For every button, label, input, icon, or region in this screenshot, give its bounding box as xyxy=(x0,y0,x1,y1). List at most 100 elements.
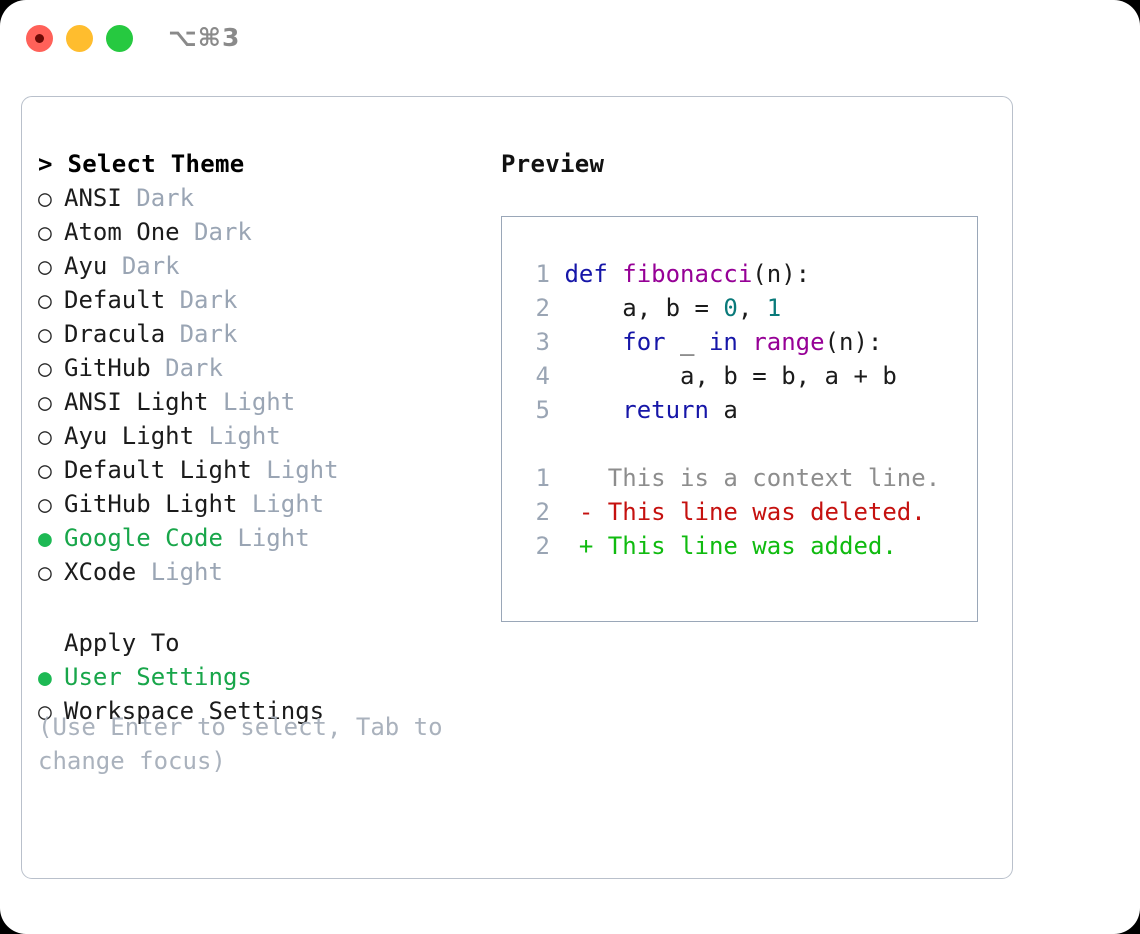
theme-name: XCode xyxy=(64,558,137,586)
theme-name: Dracula xyxy=(64,320,166,348)
apply-to-option[interactable]: ● User Settings xyxy=(38,660,488,694)
code-line-number: 1 xyxy=(535,260,550,288)
apply-to-option-label: User Settings xyxy=(64,663,252,691)
theme-list-item[interactable]: ● Google Code Light xyxy=(38,521,488,555)
theme-name: ANSI xyxy=(64,184,122,212)
preview-column: Preview 1 def fibonacci(n):2 a, b = 0, 1… xyxy=(501,147,991,622)
theme-list-item[interactable]: ○ Atom One Dark xyxy=(38,215,488,249)
code-token-kw: def xyxy=(564,260,623,288)
theme-list-item[interactable]: ○Ayu Light Light xyxy=(38,419,488,453)
theme-selector-panel: > Select Theme ○ANSI Dark○Atom One Dark○… xyxy=(21,96,1013,879)
radio-unselected-icon: ○ xyxy=(38,288,52,314)
theme-list-item[interactable]: ○ Default Light Light xyxy=(38,453,488,487)
code-line-number: 3 xyxy=(535,328,550,356)
apply-to-title: Apply To xyxy=(64,629,180,657)
radio-unselected-icon: ○ xyxy=(38,424,52,450)
code-token-pl: (n): xyxy=(752,260,811,288)
apply-to-option-label: Workspace Settings xyxy=(64,697,325,725)
diff-line-number: 2 xyxy=(535,498,550,526)
theme-name: Atom One xyxy=(64,218,180,246)
theme-list-column: > Select Theme ○ANSI Dark○Atom One Dark○… xyxy=(38,147,488,728)
theme-variant-badge: Dark xyxy=(165,354,223,382)
code-token-pl xyxy=(738,328,752,356)
theme-variant-badge: Light xyxy=(266,456,339,484)
radio-unselected-icon: ○ xyxy=(38,458,52,484)
minimize-button[interactable] xyxy=(66,25,93,52)
diff-sign xyxy=(579,464,593,492)
theme-list-header: > Select Theme xyxy=(38,150,245,178)
radio-unselected-icon: ○ xyxy=(38,254,52,280)
radio-unselected-icon: ○ xyxy=(38,186,52,212)
theme-list-item[interactable]: ○ Dracula Dark xyxy=(38,317,488,351)
diff-text: This is a context line. xyxy=(593,464,941,492)
code-token-kw: return xyxy=(622,396,709,424)
theme-variant-badge: Dark xyxy=(194,218,252,246)
code-token-pl: a xyxy=(708,396,738,424)
theme-variant-badge: Light xyxy=(208,422,281,450)
theme-variant-badge: Dark xyxy=(121,252,180,280)
theme-name: Ayu xyxy=(64,252,108,280)
theme-name: Default xyxy=(64,286,166,314)
apply-to-option[interactable]: ○ Workspace Settings xyxy=(38,694,488,728)
code-token-pl: _ xyxy=(665,328,709,356)
diff-line: 1 This is a context line. xyxy=(524,461,977,495)
theme-name: Google Code xyxy=(64,524,223,552)
theme-list-item[interactable]: ○ ANSI Light Light xyxy=(38,385,488,419)
radio-unselected-icon: ○ xyxy=(38,356,52,382)
theme-list-item[interactable]: ○ XCode Light xyxy=(38,555,488,589)
window-titlebar: ⌥⌘3 xyxy=(0,0,1140,78)
theme-name: GitHub Light xyxy=(64,490,238,518)
maximize-button[interactable] xyxy=(106,25,133,52)
theme-list-item[interactable]: ○ ANSI Dark xyxy=(38,181,488,215)
code-token-pl: a, b = b, a + b xyxy=(564,362,897,390)
theme-variant-badge: Dark xyxy=(136,184,195,212)
diff-text: This line was deleted. xyxy=(593,498,926,526)
radio-unselected-icon: ○ xyxy=(38,220,52,246)
theme-variant-badge: Light xyxy=(237,524,310,552)
code-token-num: 0 xyxy=(723,294,738,322)
code-token-pl: (n): xyxy=(824,328,883,356)
radio-unselected-icon: ○ xyxy=(38,699,52,725)
radio-selected-icon: ● xyxy=(38,526,52,552)
theme-name: ANSI Light xyxy=(64,388,209,416)
code-token-fn: fibonacci xyxy=(622,260,753,288)
theme-variant-badge: Dark xyxy=(179,320,238,348)
theme-list-item[interactable]: ○ Ayu Dark xyxy=(38,249,488,283)
code-line: 3 for _ in range(n): xyxy=(524,325,977,359)
theme-list-item[interactable]: ○ Default Dark xyxy=(38,283,488,317)
theme-variant-badge: Light xyxy=(222,388,296,416)
code-token-kw: for xyxy=(622,328,666,356)
theme-variant-badge: Light xyxy=(251,490,325,518)
recording-indicator-icon xyxy=(35,34,44,43)
code-token-fn: range xyxy=(752,328,825,356)
preview-spacer xyxy=(524,427,977,461)
code-line: 4 a, b = b, a + b xyxy=(524,359,977,393)
apply-to-section: Apply To ● User Settings ○ Workspace Settin… xyxy=(38,626,488,728)
theme-variant-badge: Dark xyxy=(179,286,238,314)
theme-list: ○ ANSI Dark ○ Atom One Dark ○ Ayu Dark ○ Defaul… xyxy=(38,181,488,589)
code-token-pl xyxy=(564,396,622,424)
diff-text: This line was added. xyxy=(593,532,897,560)
theme-name: Default Light xyxy=(64,456,252,484)
radio-unselected-icon: ○ xyxy=(38,390,52,416)
radio-unselected-icon: ○ xyxy=(38,322,52,348)
diff-sign: + xyxy=(578,532,594,560)
diff-line: 2 - This line was deleted. xyxy=(524,495,977,529)
theme-list-item[interactable]: ○GitHub Light Light xyxy=(38,487,488,521)
code-token-pl xyxy=(564,328,622,356)
theme-list-item[interactable]: ○ GitHub Dark xyxy=(38,351,488,385)
keyboard-hint-text: (Use Enter to select, Tab to change focu… xyxy=(38,713,458,775)
code-line-number: 2 xyxy=(535,294,550,322)
diff-line-number: 2 xyxy=(535,532,550,560)
code-token-pl: , xyxy=(737,294,767,322)
code-token-num: 1 xyxy=(766,294,782,322)
radio-selected-icon: ● xyxy=(38,665,52,691)
theme-variant-badge: Light xyxy=(150,558,223,586)
code-line-number: 5 xyxy=(535,396,550,424)
theme-name: GitHub xyxy=(64,354,151,382)
diff-line: 2 + This line was added. xyxy=(524,529,977,563)
diff-sample: 1 This is a context line.2 - This line w… xyxy=(524,461,977,563)
radio-unselected-icon: ○ xyxy=(38,560,52,586)
